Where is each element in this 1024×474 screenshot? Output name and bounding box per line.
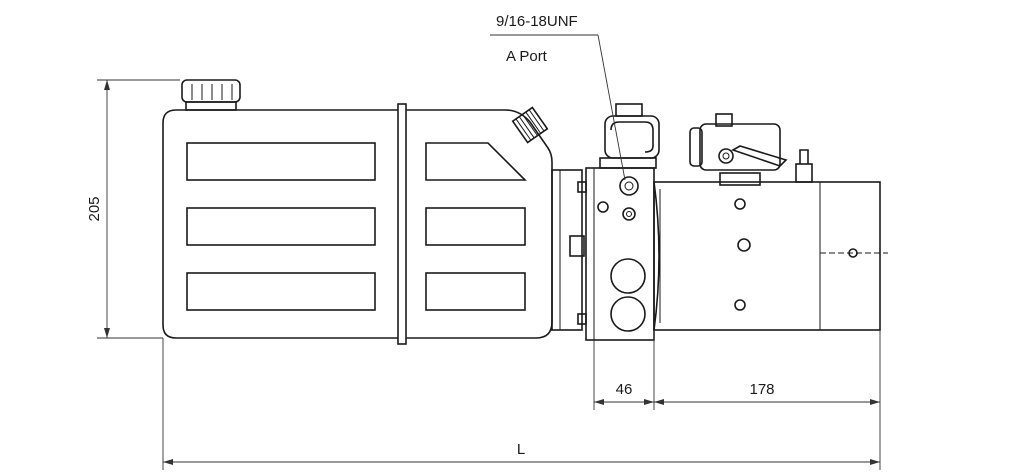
- motor-length-value: 178: [749, 381, 774, 398]
- tank-window: [425, 207, 526, 246]
- reservoir-tank: [162, 103, 553, 345]
- tank-window: [186, 142, 376, 181]
- block-motor-dimensions: [593, 330, 881, 410]
- tank-window: [425, 272, 526, 311]
- thread-spec-label: 9/16-18UNF: [496, 13, 578, 30]
- height-dimension: [97, 79, 180, 339]
- a-port-callout: [490, 34, 626, 181]
- tank-window: [425, 142, 527, 181]
- tank-window: [186, 207, 376, 246]
- valve-block-width-value: 46: [616, 381, 633, 398]
- height-dimension-value: 205: [86, 196, 103, 221]
- adapter-flange: [551, 169, 587, 331]
- start-solenoid: [689, 113, 788, 171]
- solenoid-valve: [599, 103, 660, 169]
- filler-cap: [181, 79, 241, 111]
- a-port: [619, 176, 639, 196]
- tank-window: [186, 272, 376, 311]
- port-plug: [610, 296, 646, 332]
- port-name-label: A Port: [506, 48, 548, 65]
- breather-fitting: [511, 106, 549, 144]
- electric-motor: [653, 149, 888, 331]
- overall-length-value: L: [517, 441, 525, 458]
- manifold-block: [585, 167, 655, 341]
- overall-length-dimension: [162, 338, 881, 470]
- port-plug: [610, 258, 646, 294]
